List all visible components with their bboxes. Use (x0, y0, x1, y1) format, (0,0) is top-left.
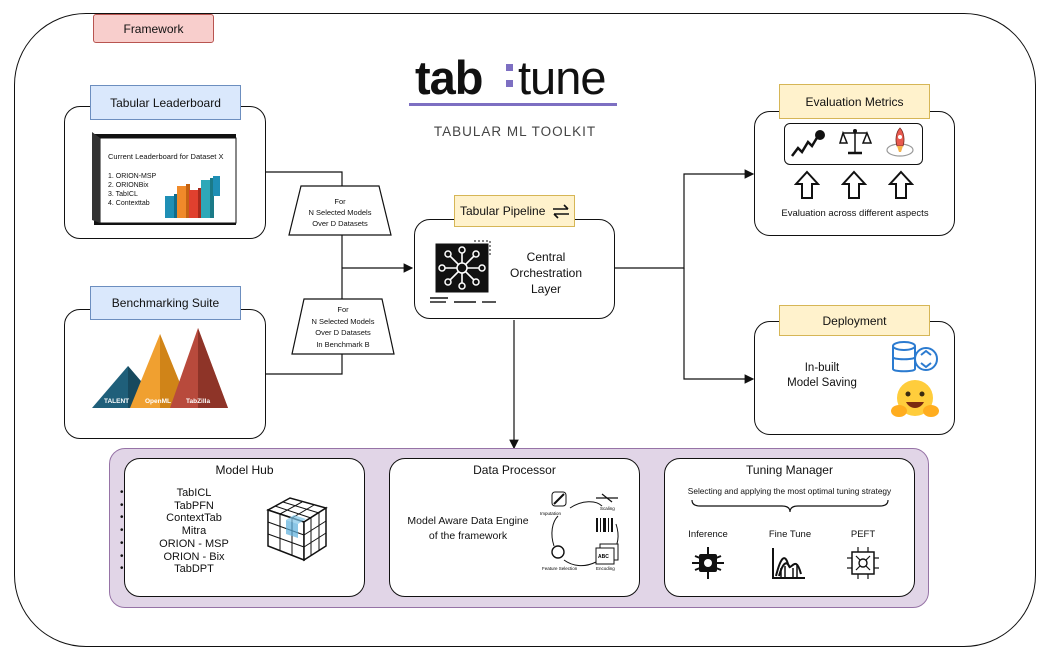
pipeline-title-bar: Tabular Pipeline (454, 195, 575, 227)
fine-tune-chart-icon (772, 548, 805, 579)
model-hub-item: •Mitra (120, 525, 207, 538)
cube-grid-icon (266, 497, 328, 562)
logo-tab: tab (415, 51, 483, 104)
hugging-face-icon (891, 380, 939, 417)
leaderboard-heading: Current Leaderboard for Dataset X (108, 152, 224, 161)
cycle-label-imputation: Imputation (540, 511, 562, 516)
pipeline-text-line: Central (526, 250, 566, 264)
benchmark-title: Benchmarking Suite (90, 286, 241, 320)
tuning-manager-subtitle: Selecting and applying the most optimal … (687, 486, 892, 496)
deployment-text-line: In-built (804, 362, 840, 374)
deployment-text-line: Model Saving (787, 377, 857, 389)
tuning-manager-title: Tuning Manager (746, 463, 833, 477)
arrow-up-icon (841, 170, 867, 199)
cycle-label-encoding: Encoding (596, 566, 615, 571)
data-processor-text: Model Aware Data Engine of the framework (403, 512, 533, 546)
leaderboard-item: 1. ORION-MSP (108, 173, 157, 180)
framework-label: Framework (93, 14, 214, 43)
evaluation-title: Evaluation Metrics (779, 84, 930, 119)
leaderboard-item: 4. Contexttab (108, 200, 150, 207)
data-processor-text-line: of the framework (428, 530, 508, 542)
pipeline-title: Tabular Pipeline (460, 204, 546, 218)
funnel-top-line-2: N Selected Models (308, 207, 372, 217)
deployment-title: Deployment (779, 305, 930, 336)
leaderboard-item: 3. TabICL (108, 191, 138, 198)
model-hub-item: •ORION - MSP (120, 537, 229, 550)
model-hub-list: •TabICL •TabPFN •ContextTab •Mitra •ORIO… (120, 487, 240, 576)
data-processor-title: Data Processor (473, 463, 556, 477)
pipeline-text-line: Layer (530, 282, 562, 296)
rocket-icon (886, 127, 914, 157)
deployment-text: In-built Model Saving (770, 360, 874, 392)
leaderboard-title: Tabular Leaderboard (90, 85, 241, 120)
data-processor-box (389, 458, 640, 597)
tuning-option-peft: PEFT (850, 528, 876, 540)
funnel-bottom-text: For N Selected Models Over D Datasets In… (293, 302, 393, 352)
logo-subtitle: TABULAR ML TOOLKIT (433, 123, 597, 139)
logo-underline (409, 103, 617, 106)
model-hub-item: •TabICL (120, 487, 212, 499)
funnel-top-line-3: Over D Datasets (312, 218, 368, 228)
funnel-bottom-line-2: N Selected Models (311, 316, 375, 326)
balance-scale-icon (838, 129, 872, 155)
deployment-box (754, 321, 955, 435)
benchmark-peak-talent: TALENT (104, 398, 130, 405)
network-chip-icon (430, 240, 496, 303)
logo-separator (506, 64, 514, 94)
pipeline-text-line: Orchestration (509, 266, 583, 280)
tuning-option-finetune: Fine Tune (768, 528, 812, 540)
funnel-top-text: For N Selected Models Over D Datasets (290, 190, 390, 234)
model-hub-item: •TabDPT (120, 563, 214, 576)
benchmark-peak-openml: OpenML (145, 398, 171, 405)
arrow-up-icon (794, 170, 820, 199)
curly-brace (691, 499, 889, 513)
funnel-top-line-1: For (334, 196, 346, 206)
leaderboard-list: 1. ORION-MSP 2. ORIONBix 3. TabICL 4. Co… (108, 172, 156, 208)
funnel-top-shape (288, 185, 392, 236)
framework-container (14, 13, 1036, 647)
leaderboard-item: 2. ORIONBix (108, 182, 149, 189)
trend-chart-icon (791, 130, 825, 157)
bar-chart-icon (165, 176, 220, 218)
arrow-up-icon (888, 170, 914, 199)
tuning-option-inference: Inference (688, 528, 728, 540)
cycle-label-feature-selection: Feature Selection (542, 566, 578, 571)
cycle-label-scaling: Scaling (600, 506, 615, 511)
peft-chip-icon (847, 547, 879, 579)
database-sync-icon (892, 341, 938, 373)
benchmark-peak-tabzilla: TabZilla (186, 398, 211, 405)
benchmark-peaks-shape (92, 328, 228, 408)
data-processor-text-line: Model Aware Data Engine (407, 515, 529, 527)
model-hub-title: Model Hub (215, 463, 274, 477)
funnel-bottom-line-4: In Benchmark B (316, 339, 370, 349)
funnel-bottom-line-1: For (337, 305, 349, 314)
data-cycle-diagram: Imputation Scaling Encoding Feature Sele… (540, 491, 619, 571)
model-hub-item: •ContextTab (120, 512, 222, 525)
logo-tune: tune (518, 51, 606, 104)
logo: tab tune (409, 51, 622, 112)
model-hub-item: •ORION - Bix (120, 550, 225, 563)
inference-chip-icon (692, 547, 724, 579)
funnel-bottom-shape (291, 298, 395, 355)
evaluation-caption: Evaluation across different aspects (781, 207, 929, 219)
cycle-label-abc: ABC (598, 554, 609, 560)
sync-icon (553, 204, 570, 219)
model-hub-item: •TabPFN (120, 499, 214, 512)
pipeline-text: Central Orchestration Layer (498, 248, 594, 298)
funnel-bottom-line-3: Over D Datasets (315, 328, 371, 337)
